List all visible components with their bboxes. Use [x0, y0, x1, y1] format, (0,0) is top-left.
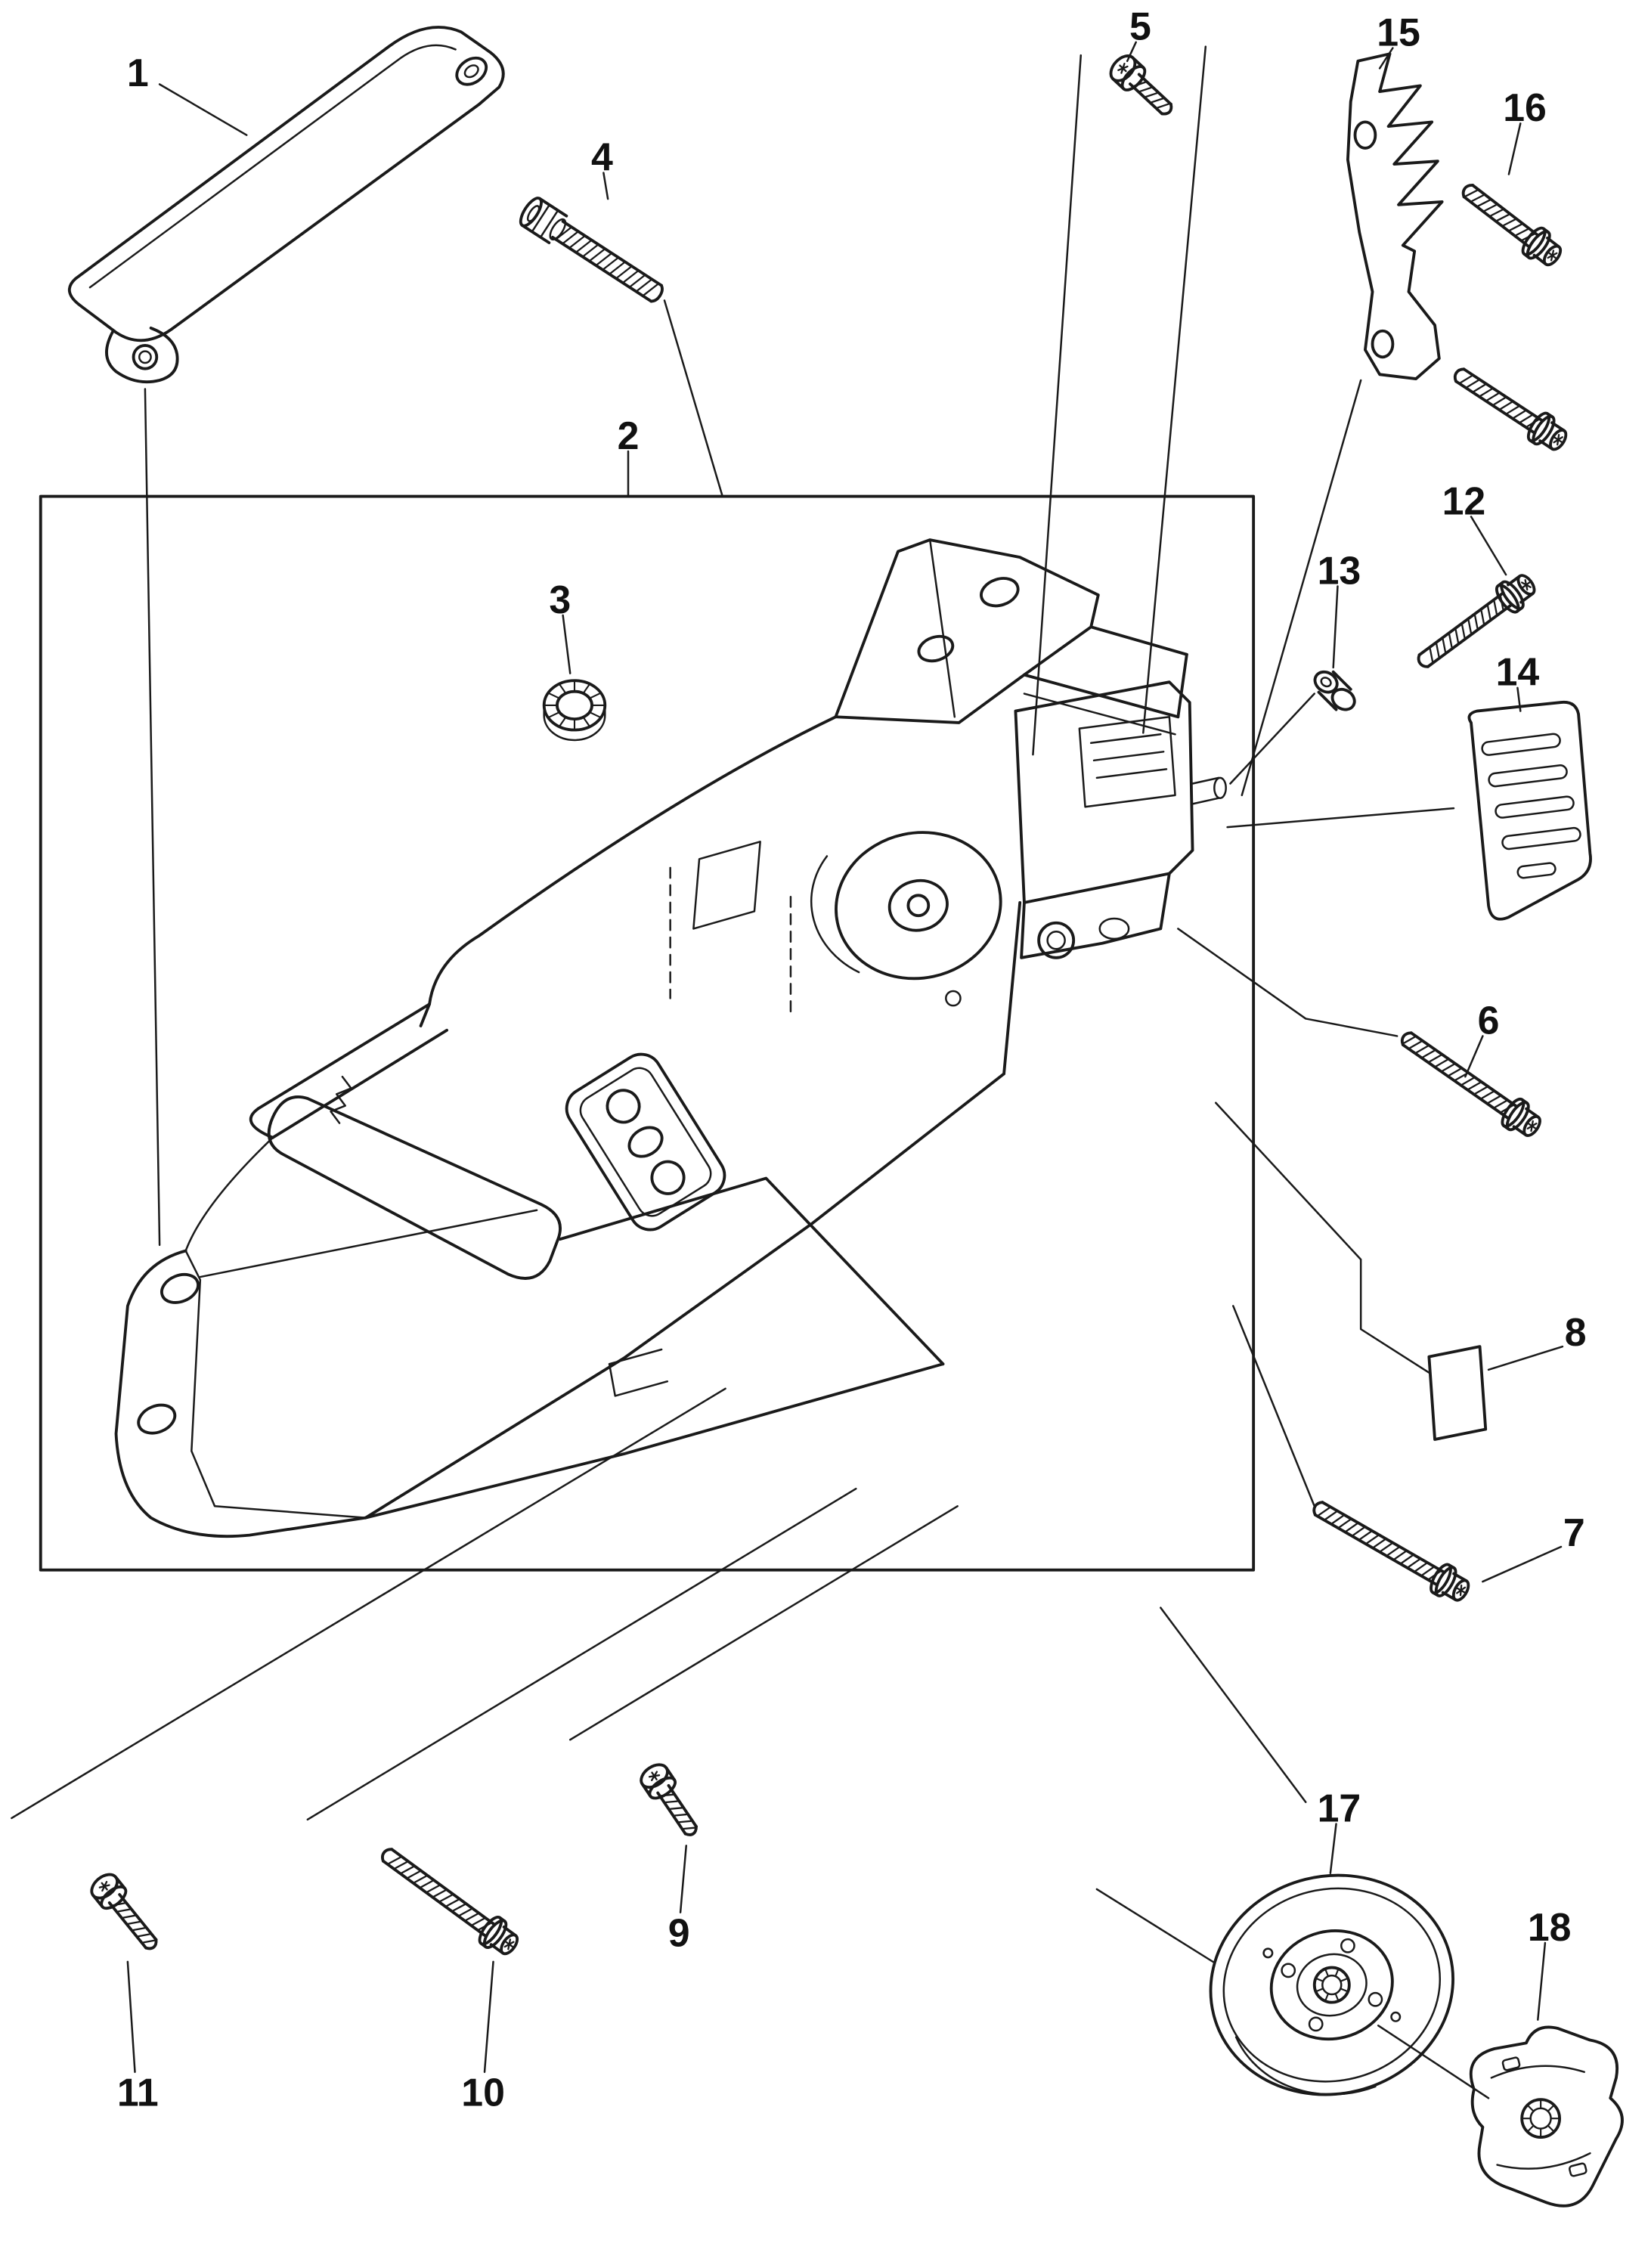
part-label-1: 1 [127, 51, 149, 94]
part-16-fastener-flange-bolt [1461, 184, 1563, 267]
leader-line-12 [1470, 516, 1507, 576]
part-label-5: 5 [1129, 5, 1151, 48]
part-label-7: 7 [1563, 1510, 1585, 1554]
part-17-flywheel [1209, 1873, 1454, 2096]
part-label-2: 2 [618, 414, 640, 457]
part-label-4: 4 [591, 135, 613, 178]
part-label-9: 9 [668, 1910, 690, 1954]
part-9-fastener-pan-screw [640, 1763, 698, 1836]
leader-line-7 [1482, 1545, 1563, 1583]
label-leader-lines [126, 41, 1564, 2073]
part-label-12: 12 [1442, 479, 1486, 522]
leader-line-6 [1464, 1035, 1484, 1078]
part-12-fastener-flange-bolt [1417, 574, 1536, 668]
part-label-13: 13 [1318, 548, 1361, 592]
part-2-motor-housing [114, 538, 1227, 1538]
leader-line-11 [126, 1960, 136, 2073]
part-14-guard-plate [1467, 700, 1592, 921]
leader-line-16 [1507, 122, 1522, 175]
part-6-fastener-flange-bolt [1400, 1031, 1541, 1137]
part-10-fastener-flange-bolt [381, 1848, 519, 1956]
part-8-plate [1427, 1345, 1488, 1441]
part-15-spike-bumper [1346, 52, 1444, 380]
leader-line-5 [1126, 41, 1137, 63]
leader-line-18 [1537, 1941, 1547, 2021]
part-4-fastener-hex-cap [519, 197, 664, 303]
leader-line-8 [1487, 1345, 1564, 1371]
part-label-17: 17 [1318, 1786, 1361, 1830]
leader-line-10 [483, 1960, 494, 2073]
leader-line-15 [1378, 47, 1394, 70]
part-label-11: 11 [117, 2071, 159, 2115]
part-label-6: 6 [1478, 998, 1500, 1042]
part-1-top-cover [67, 26, 505, 384]
fasteners-layer [90, 54, 1568, 1956]
part-label-14: 14 [1496, 650, 1540, 694]
part-label-3: 3 [549, 578, 571, 621]
leader-line-17 [1329, 1823, 1337, 1875]
leader-line-9 [679, 1845, 688, 1913]
part-3-needle-bearing [542, 679, 607, 742]
part-label-8: 8 [1565, 1310, 1587, 1354]
leader-line-3 [562, 614, 572, 674]
part-11-fastener-pan-screw [90, 1873, 158, 1950]
part-label-10: 10 [461, 2071, 505, 2115]
part-label-16: 16 [1503, 85, 1547, 129]
part-label-15: 15 [1377, 10, 1420, 54]
leader-line-1 [158, 83, 248, 136]
part-2-assembly-box [39, 494, 1256, 1572]
part-16-fastener-flange-bolt [1453, 367, 1568, 451]
part-13-bushing [1313, 670, 1356, 711]
part-18-clutch [1469, 2025, 1624, 2208]
leader-line-13 [1332, 585, 1339, 669]
part-7-fastener-flange-bolt [1312, 1501, 1470, 1602]
construction-lines [11, 45, 1490, 2099]
leader-line-14 [1516, 686, 1522, 712]
part-label-18: 18 [1528, 1905, 1572, 1949]
part-5-fastener-pan-screw [1109, 54, 1173, 116]
leader-line-4 [602, 172, 609, 200]
